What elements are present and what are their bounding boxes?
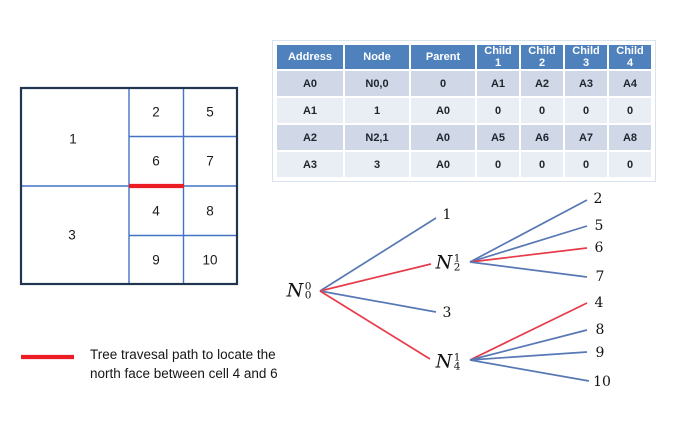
grid-cell-3-label: 3	[68, 227, 76, 243]
legend-caption: Tree travesal path to locate the north f…	[90, 345, 330, 383]
grid-cell-1-label: 1	[69, 131, 77, 147]
table-row: A0 N0,0 0 A1 A2 A3 A4	[277, 71, 651, 96]
table-cell: A1	[277, 98, 343, 123]
legend-caption-line1: Tree travesal path to locate the	[90, 347, 276, 362]
grid-cell-2-label: 2	[152, 104, 160, 120]
tree-root-superscript: 0	[304, 280, 312, 292]
tree-root-subscript: 0	[304, 289, 312, 301]
tree-edge-n2-to-6	[469, 247, 588, 263]
grid-cell-10-label: 10	[202, 252, 218, 268]
tree-leaf-5: 5	[594, 218, 604, 234]
table-header-child2: Child 2	[521, 45, 563, 69]
tree-edge-root-to-1	[319, 217, 437, 292]
tree-n4-symbol: N	[435, 350, 453, 373]
tree-node-n4-label: N 1 4	[435, 350, 461, 373]
tree-edge-root-to-n4	[319, 290, 431, 360]
tree-edge-n4-to-9	[469, 351, 588, 361]
table-header-node: Node	[345, 45, 409, 69]
grid-cell-5-label: 5	[206, 104, 214, 120]
tree-edge-n4-to-10	[469, 359, 590, 382]
tree-n4-scripts: 1 4	[453, 351, 461, 372]
tree-edge-n4-to-8	[469, 329, 588, 361]
table-cell: 0	[565, 98, 607, 123]
table-cell: A0	[411, 125, 475, 150]
table-cell: A3	[565, 71, 607, 96]
tree-leaf-10: 10	[593, 374, 611, 390]
tree-root-scripts: 0 0	[304, 280, 312, 301]
legend-caption-line2: north face between cell 4 and 6	[90, 366, 278, 381]
tree-leaf-7: 7	[595, 269, 605, 285]
tree-edge-root-to-n2	[319, 263, 432, 292]
tree-leaf-8: 8	[595, 322, 605, 338]
table-header-child4: Child 4	[609, 45, 651, 69]
table-row: A3 3 A0 0 0 0 0	[277, 152, 651, 177]
tree-leaf-1: 1	[442, 207, 452, 223]
table-cell: 0	[521, 98, 563, 123]
tree-edge-n2-to-2	[469, 199, 588, 263]
table-header-child1: Child 1	[477, 45, 519, 69]
quadtree-grid	[19, 86, 239, 286]
address-table-grid: Address Node Parent Child 1 Child 2 Chil…	[275, 43, 653, 179]
table-header-parent: Parent	[411, 45, 475, 69]
tree-leaf-4: 4	[594, 295, 604, 311]
table-cell: 0	[477, 152, 519, 177]
table-cell: 1	[345, 98, 409, 123]
tree-n2-superscript: 1	[453, 252, 461, 264]
tree-node-n2-label: N 1 2	[435, 251, 461, 274]
table-header-row: Address Node Parent Child 1 Child 2 Chil…	[277, 45, 651, 69]
table-cell: A1	[477, 71, 519, 96]
tree-n4-superscript: 1	[453, 351, 461, 363]
grid-outer-border	[19, 86, 239, 286]
table-cell: A7	[565, 125, 607, 150]
table-cell: A3	[277, 152, 343, 177]
grid-cell-6-label: 6	[152, 153, 160, 169]
table-cell: 3	[345, 152, 409, 177]
grid-cell-7-label: 7	[206, 153, 214, 169]
table-row: A2 N2,1 A0 A5 A6 A7 A8	[277, 125, 651, 150]
tree-edge-root-to-3	[319, 290, 437, 313]
tree-edges	[319, 199, 590, 382]
table-cell: A4	[609, 71, 651, 96]
grid-cell-9-label: 9	[152, 252, 160, 268]
table-cell: N0,0	[345, 71, 409, 96]
grid-cell-4-label: 4	[152, 203, 160, 219]
tree-root-symbol: N	[286, 279, 304, 302]
table-cell: 0	[411, 71, 475, 96]
table-cell: A5	[477, 125, 519, 150]
table-header-child3: Child 3	[565, 45, 607, 69]
table-cell: 0	[609, 98, 651, 123]
tree-leaf-6: 6	[594, 240, 604, 256]
table-cell: 0	[477, 98, 519, 123]
table-cell: A0	[277, 71, 343, 96]
tree-leaf-2: 2	[593, 191, 603, 207]
table-row: A1 1 A0 0 0 0 0	[277, 98, 651, 123]
tree-root-label: N 0 0	[286, 279, 312, 302]
tree-n2-subscript: 2	[453, 261, 461, 273]
tree-edge-n2-to-5	[469, 225, 588, 263]
table-cell: A0	[411, 98, 475, 123]
table-cell: 0	[565, 152, 607, 177]
table-cell: A6	[521, 125, 563, 150]
tree-leaf-3: 3	[442, 305, 452, 321]
table-cell: 0	[609, 152, 651, 177]
table-cell: 0	[521, 152, 563, 177]
tree-edge-n2-to-7	[469, 261, 588, 278]
tree-n2-symbol: N	[435, 251, 453, 274]
table-cell: A0	[411, 152, 475, 177]
tree-leaf-9: 9	[595, 345, 605, 361]
grid-cell-8-label: 8	[206, 203, 214, 219]
table-cell: N2,1	[345, 125, 409, 150]
tree-edge-n4-to-4	[469, 302, 588, 361]
tree-n2-scripts: 1 2	[453, 252, 461, 273]
table-cell: A2	[521, 71, 563, 96]
tree-n4-subscript: 4	[453, 360, 461, 372]
table-cell: A2	[277, 125, 343, 150]
address-table: Address Node Parent Child 1 Child 2 Chil…	[272, 40, 656, 182]
table-header-address: Address	[277, 45, 343, 69]
table-cell: A8	[609, 125, 651, 150]
